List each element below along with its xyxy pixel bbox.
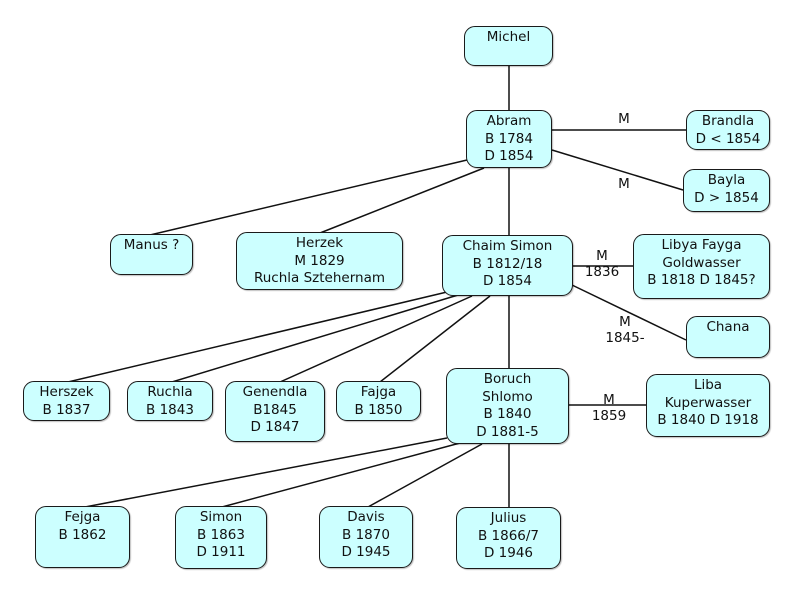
person-text-line: D < 1854 (695, 130, 761, 147)
person-text-line: B 1840 (483, 406, 532, 422)
edge-boruch-simon (221, 442, 461, 508)
person-text-line: B 1862 (58, 526, 107, 543)
person-text-line: B 1863 (197, 526, 245, 543)
person-text-line: Fajga (360, 384, 397, 400)
person-text-line: B 1843 (146, 401, 194, 418)
marriage-text-line: M (619, 314, 631, 330)
person-text-line: Goldwasser (662, 254, 741, 271)
marriage-text-line: M (618, 176, 630, 192)
marriage-text-line: 1845- (605, 330, 645, 346)
person-text-line: Liba (693, 377, 723, 393)
person-text-line: B 1840 D 1918 (657, 412, 759, 428)
person-box-chana[interactable]: Chana (686, 316, 770, 358)
person-text-line: B 1837 (42, 401, 91, 418)
edge-chaim-chana (571, 284, 687, 341)
marriage-text-line: 1859 (591, 408, 627, 424)
person-text-line: Kuperwasser (664, 394, 752, 411)
person-text-line: Chana (706, 319, 750, 335)
person-text-line: Michel (486, 29, 531, 45)
edge-boruch-fejga (84, 437, 448, 508)
person-text-line: Bayla (707, 172, 746, 188)
person-text-line: D 1946 (483, 545, 534, 561)
person-text-line: Shlomo (482, 388, 533, 405)
person-text-line: Fejga (64, 509, 101, 525)
person-text-line: Genendla (242, 384, 308, 400)
marriage-text-line: 1836 (584, 264, 620, 280)
person-text-line: Manus ? (123, 237, 180, 253)
person-text-line: Julius (490, 510, 527, 526)
person-text-line: B 1784 (485, 130, 533, 147)
edge-abram-manus (149, 159, 468, 236)
marriage-text-line: M (596, 248, 608, 264)
person-text-line: B 1850 (354, 401, 403, 418)
person-text-line: D 1945 (341, 544, 391, 560)
edge-chaim-ruchla (171, 294, 459, 383)
person-text-line: B 1812/18 (472, 255, 543, 272)
marriage-text-line: M (618, 111, 630, 127)
person-text-line: D 1854 (482, 273, 533, 289)
person-text-line: D > 1854 (694, 189, 759, 206)
person-text-line: Boruch (483, 371, 532, 387)
person-text-line: Simon (199, 509, 243, 525)
person-text-line: Abram (486, 113, 532, 129)
marriage-text-line: M (603, 392, 615, 408)
person-text-line: Brandla (701, 113, 755, 129)
person-text-line: Herzek (295, 235, 344, 251)
person-text-line: B 1866/7 (477, 527, 540, 544)
person-text-line: B1845 (253, 401, 297, 418)
person-text-line: B 1818 D 1845? (647, 272, 756, 288)
person-text-line: D 1847 (250, 419, 300, 435)
person-text-line: D 1854 (484, 148, 534, 164)
marriage-label-abram-bayla: M (612, 176, 636, 192)
edge-boruch-davis (367, 443, 483, 508)
person-text-line: Herszek (39, 384, 94, 400)
person-text-line: D 1911 (196, 544, 246, 560)
person-text-line: Davis (347, 509, 385, 525)
person-text-line: B 1870 (342, 526, 390, 543)
person-box-michel[interactable]: Michel (464, 26, 553, 66)
person-text-line: Libya Fayga (661, 237, 742, 253)
person-box-manus[interactable]: Manus ? (110, 234, 193, 275)
edge-chaim-herszek (67, 291, 448, 383)
person-text-line: Ruchla (147, 384, 193, 400)
edge-abram-herzek (319, 167, 485, 234)
person-text-line: Ruchla Sztehernam (253, 270, 386, 286)
person-text-line: D 1881-5 (476, 423, 539, 440)
edge-abram-bayla (551, 149, 684, 191)
person-text-line: M 1829 (294, 252, 345, 269)
person-text-line: Chaim Simon (462, 238, 553, 254)
marriage-label-abram-brandla: M (612, 111, 636, 127)
edge-chaim-genendla (279, 295, 473, 383)
edge-chaim-fajga (379, 295, 491, 383)
